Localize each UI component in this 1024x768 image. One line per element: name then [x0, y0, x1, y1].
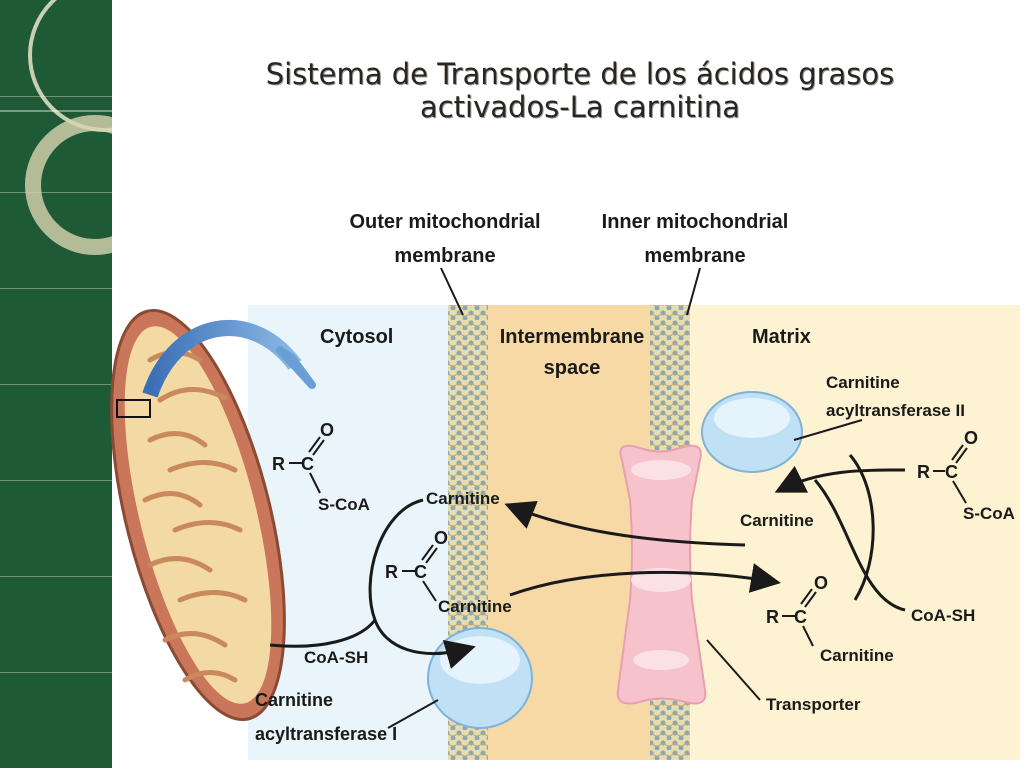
- inner-membrane-label-2: membrane: [644, 245, 745, 267]
- c-matrix-top: C: [945, 462, 958, 482]
- transporter-label: Transporter: [766, 695, 861, 714]
- r-membrane: R: [385, 562, 398, 582]
- sidebar-tile: [0, 192, 112, 289]
- sidebar-tile: [0, 480, 112, 577]
- coash-matrix: CoA-SH: [911, 606, 975, 625]
- carnitine-cytosol-bottom: Carnitine: [438, 597, 512, 616]
- matrix-label: Matrix: [752, 326, 811, 348]
- title-line-1: Sistema de Transporte de los ácidos gras…: [265, 57, 895, 91]
- intermembrane-label-1: Intermembrane: [500, 326, 645, 348]
- cat2-label-2: acyltransferase II: [826, 401, 965, 420]
- scoa-cytosol: S-CoA: [318, 495, 370, 514]
- outer-membrane-label-2: membrane: [394, 245, 495, 267]
- mitochondrion-illustration: [110, 308, 286, 722]
- carnitine-matrix-top: Carnitine: [740, 511, 814, 530]
- o-cytosol: O: [320, 420, 334, 440]
- o-membrane: O: [434, 528, 448, 548]
- inner-membrane-label-1: Inner mitochondrial: [602, 211, 789, 233]
- carnitine-acyltransferase-i: [427, 627, 533, 729]
- page-title: Sistema de Transporte de los ácidos gras…: [130, 58, 1024, 124]
- zoom-arrow: [142, 320, 302, 398]
- sidebar-tile: [0, 0, 112, 97]
- outer-membrane-label-1: Outer mitochondrial: [349, 211, 540, 233]
- sidebar-tile: [0, 576, 112, 673]
- title-line-2: activados-La carnitina: [419, 90, 741, 124]
- cat1-label-2: acyltransferase I: [255, 724, 397, 744]
- decorative-rings: [0, 0, 112, 255]
- cytosol-region: [248, 305, 448, 760]
- sidebar-tile: [0, 288, 112, 385]
- r-matrix-bottom: R: [766, 607, 779, 627]
- coash-cytosol: CoA-SH: [304, 648, 368, 667]
- carnitine-cytosol-top: Carnitine: [426, 489, 500, 508]
- cytosol-label: Cytosol: [320, 326, 393, 348]
- c-matrix-bottom: C: [794, 607, 807, 627]
- carnitine-acyltransferase-ii: [701, 391, 803, 473]
- r-cytosol: R: [272, 454, 285, 474]
- transporter-protein: [616, 444, 707, 705]
- zoom-region-box: [116, 399, 151, 418]
- carnitine-matrix-bottom: Carnitine: [820, 646, 894, 665]
- sidebar-tile: [0, 96, 112, 193]
- o-matrix-top: O: [964, 428, 978, 448]
- decorative-sidebar: [0, 0, 112, 768]
- o-matrix-bottom: O: [814, 573, 828, 593]
- cat2-label-1: Carnitine: [826, 373, 900, 392]
- c-membrane: C: [414, 562, 427, 582]
- intermembrane-label-2: space: [544, 357, 601, 379]
- r-matrix-top: R: [917, 462, 930, 482]
- sidebar-tile: [0, 384, 112, 481]
- cat1-label-1: Carnitine: [255, 690, 333, 710]
- scoa-matrix: S-CoA: [963, 504, 1015, 523]
- c-cytosol: C: [301, 454, 314, 474]
